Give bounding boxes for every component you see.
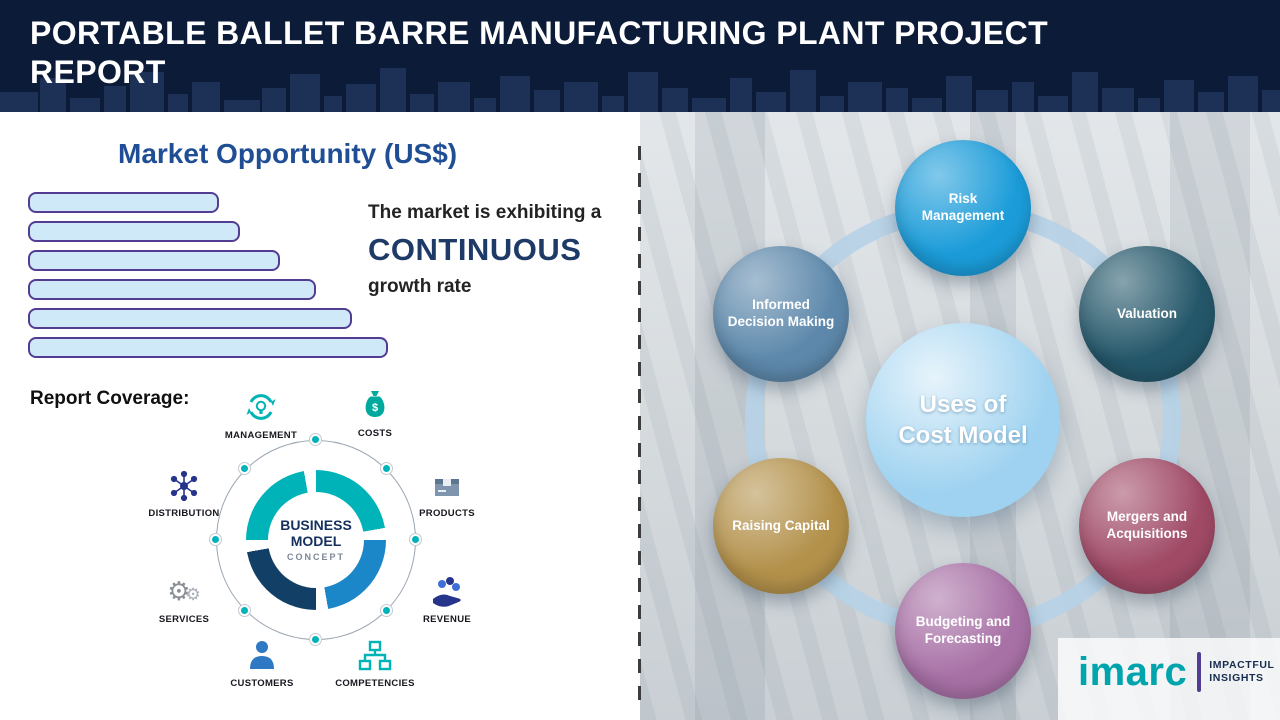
coverage-item-costs: $ COSTS	[330, 388, 420, 439]
logo-background-patch	[1058, 638, 1280, 720]
market-bar	[28, 221, 240, 242]
box-icon	[402, 468, 492, 506]
market-bar	[28, 308, 352, 329]
money-bag-icon: $	[330, 388, 420, 426]
coverage-item-label: COMPETENCIES	[335, 678, 415, 689]
ring-dot	[381, 605, 392, 616]
coverage-item-distribution: DISTRIBUTION	[139, 468, 229, 519]
coverage-item-label: SERVICES	[158, 614, 210, 625]
coverage-item-management: MANAGEMENT	[216, 390, 306, 441]
report-coverage-label: Report Coverage:	[30, 388, 190, 409]
ring-dot	[239, 605, 250, 616]
gears-icon: ⚙⚙	[167, 577, 201, 607]
coverage-item-label: COSTS	[357, 428, 393, 439]
market-bar-chart	[28, 192, 388, 366]
node-raising-capital: Raising Capital	[713, 458, 849, 594]
growth-highlight: CONTINUOUS	[368, 232, 582, 267]
ring-dot	[310, 634, 321, 645]
bm-center-line1: BUSINESS	[280, 517, 352, 534]
market-bar	[28, 250, 280, 271]
person-icon	[217, 638, 307, 676]
logo-divider-bar	[1197, 652, 1202, 692]
ring-dot	[310, 434, 321, 445]
ring-dot	[410, 534, 421, 545]
imarc-logo: imarc IMPACTFUL INSIGHTS	[1078, 652, 1275, 692]
node-label: Valuation	[1116, 305, 1177, 321]
coverage-item-label: PRODUCTS	[419, 508, 475, 519]
business-model-center: BUSINESS MODEL CONCEPT	[268, 492, 364, 588]
growth-line-1: The market is exhibiting a	[368, 202, 602, 223]
growth-line-3: growth rate	[368, 276, 472, 297]
tagline-line2: INSIGHTS	[1209, 672, 1264, 684]
coverage-item-competencies: COMPETENCIES	[330, 638, 420, 689]
ring-dot	[239, 463, 250, 474]
node-informed-decision-making: Informed Decision Making	[713, 246, 849, 382]
management-icon	[216, 390, 306, 428]
city-skyline-graphic	[0, 68, 1280, 112]
network-icon	[139, 468, 229, 506]
node-budgeting-forecasting: Budgeting and Forecasting	[895, 563, 1031, 699]
node-mergers-acquisitions: Mergers and Acquisitions	[1079, 458, 1215, 594]
market-bar	[28, 192, 219, 213]
market-bar	[28, 337, 388, 358]
node-label: Risk Management	[921, 191, 1005, 223]
node-label: Raising Capital	[732, 517, 830, 533]
node-label: Budgeting and Forecasting	[915, 614, 1011, 646]
node-label: Mergers and Acquisitions	[1106, 509, 1188, 541]
tagline-line1: IMPACTFUL	[1209, 658, 1275, 671]
svg-text:$: $	[372, 402, 378, 414]
background-column	[1170, 110, 1250, 720]
cost-model-hub: Uses of Cost Model	[866, 323, 1060, 517]
coverage-item-revenue: REVENUE	[402, 574, 492, 625]
left-panel: Market Opportunity (US$) The market is e…	[0, 110, 640, 720]
coverage-item-label: CUSTOMERS	[230, 678, 294, 689]
node-valuation: Valuation	[1079, 246, 1215, 382]
section-title: Market Opportunity (US$)	[118, 138, 458, 169]
node-label: Informed Decision Making	[727, 297, 835, 329]
coverage-item-products: PRODUCTS	[402, 468, 492, 519]
hub-label: Uses of Cost Model	[898, 390, 1028, 449]
ring-dot	[210, 534, 221, 545]
coverage-item-label: REVENUE	[422, 614, 472, 625]
node-risk-management: Risk Management	[895, 140, 1031, 276]
section-divider	[638, 146, 641, 704]
org-chart-icon	[330, 638, 420, 676]
hand-coins-icon	[402, 574, 492, 612]
market-growth-text: The market is exhibiting a CONTINUOUS gr…	[368, 202, 636, 298]
coverage-item-customers: CUSTOMERS	[217, 638, 307, 689]
coverage-item-label: MANAGEMENT	[224, 430, 298, 441]
bm-center-line3: CONCEPT	[286, 551, 345, 562]
coverage-item-label: DISTRIBUTION	[148, 508, 220, 519]
market-bar	[28, 279, 316, 300]
header: PORTABLE BALLET BARRE MANUFACTURING PLAN…	[0, 0, 1280, 112]
logo-tagline: IMPACTFUL INSIGHTS	[1209, 659, 1274, 685]
page-title: PORTABLE BALLET BARRE MANUFACTURING PLAN…	[30, 15, 1049, 91]
bm-center-line2: MODEL	[290, 532, 342, 549]
ring-dot	[381, 463, 392, 474]
imarc-wordmark: imarc	[1078, 650, 1188, 694]
coverage-item-services: ⚙⚙ SERVICES	[139, 574, 229, 625]
